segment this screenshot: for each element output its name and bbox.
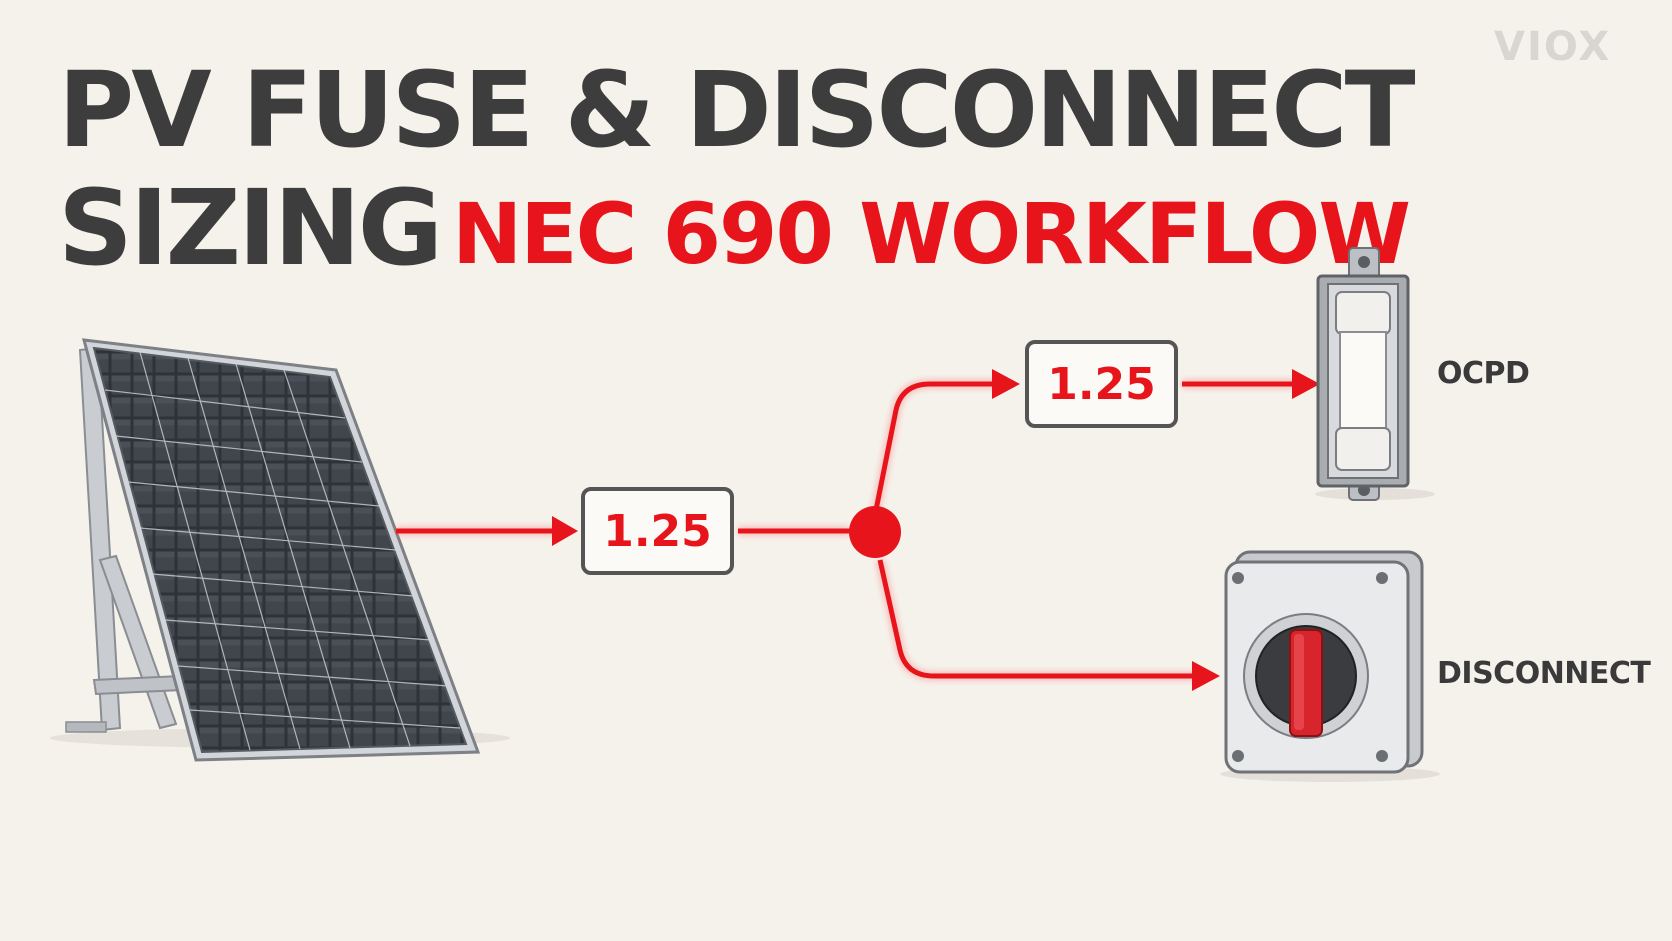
subtitle: NEC 690 WORKFLOW (452, 185, 1411, 283)
disconnect-label: DISCONNECT (1437, 656, 1651, 691)
fuse-holder-icon (1315, 247, 1435, 501)
factor-box-main: 1.25 (581, 487, 734, 575)
flow-arrows (396, 369, 1320, 691)
solar-panel-icon (50, 338, 510, 762)
ocpd-label: OCPD (1437, 356, 1530, 391)
factor-box-branch: 1.25 (1025, 340, 1178, 428)
title-line-2: SIZING (58, 167, 443, 289)
disconnect-switch-icon (1220, 550, 1440, 782)
brand-logo: VIOX (1494, 24, 1612, 70)
title-line-1: PV FUSE & DISCONNECT (58, 49, 1416, 171)
junction-node (849, 506, 901, 558)
